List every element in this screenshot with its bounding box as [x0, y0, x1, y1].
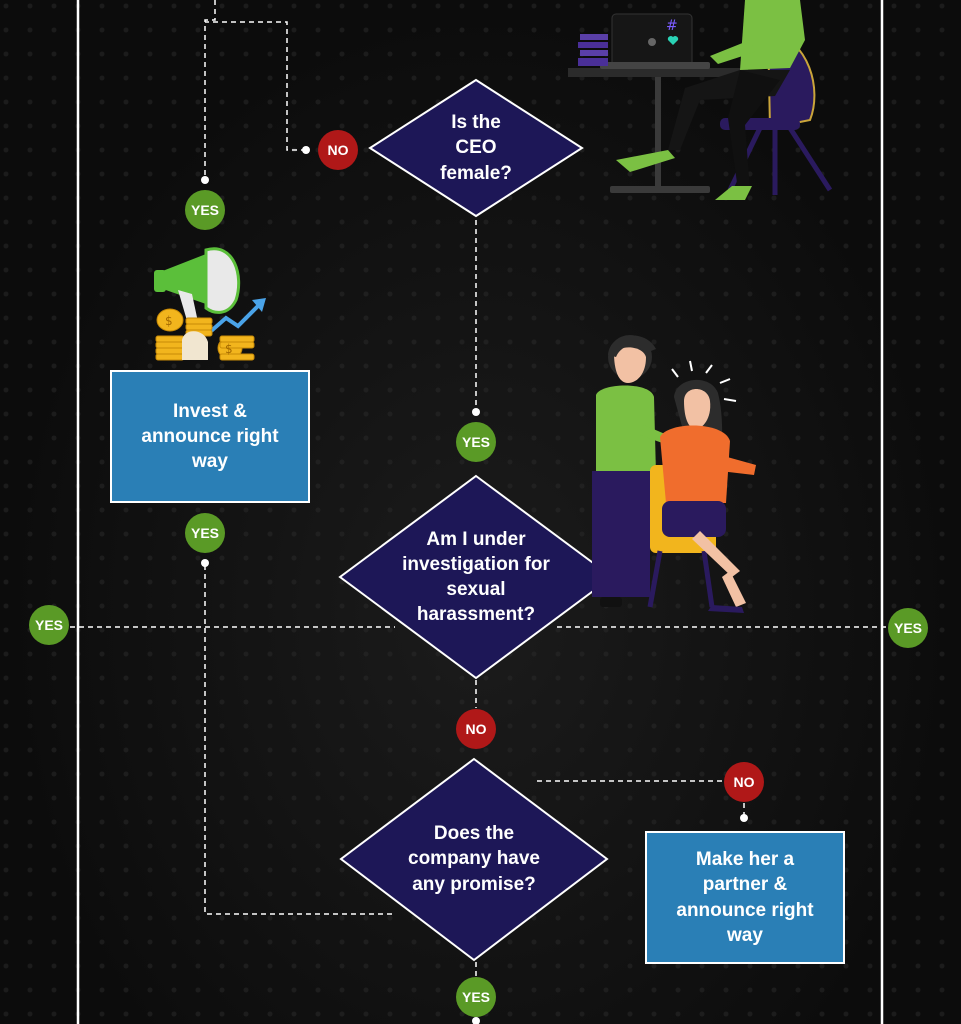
yes-badge: YES [456, 422, 496, 462]
connector-dot [302, 146, 310, 154]
connector-dot [201, 176, 209, 184]
svg-text:$: $ [225, 342, 233, 356]
ceo-diamond [368, 78, 584, 218]
connector-dot [201, 559, 209, 567]
yes-badge: YES [456, 977, 496, 1017]
ceo-question-label: Is the CEO female? [440, 112, 512, 184]
svg-text:$: $ [165, 314, 173, 328]
no-badge: NO [456, 709, 496, 749]
connector-no-to-top [205, 21, 306, 151]
connector-top-yes-path [204, 0, 216, 180]
yes-badge: YES [185, 513, 225, 553]
connector-dot [740, 814, 748, 822]
harassment-scene-illustration [592, 335, 756, 613]
connector-dot [472, 408, 480, 416]
woman-at-laptop-illustration: # [568, 0, 833, 200]
megaphone-coins-illustration: $ $ [154, 247, 266, 361]
yes-badge: YES [29, 605, 69, 645]
yes-badge: YES [185, 190, 225, 230]
partner-box: Make her a partner & announce right way [645, 831, 845, 964]
yes-badge: YES [888, 608, 928, 648]
investigation-diamond [338, 474, 614, 680]
no-badge: NO [724, 762, 764, 802]
promise-question-label: Does the company have any promise? [408, 823, 540, 895]
connector-dot [472, 1017, 480, 1024]
no-badge: NO [318, 130, 358, 170]
investigation-question-label: Am I under investigation for sexual hara… [402, 528, 550, 626]
partner-box-label: Make her a partner & announce right way [676, 849, 814, 946]
invest-box: Invest & announce right way [110, 370, 310, 503]
invest-box-label: Invest & announce right way [141, 400, 279, 473]
promise-diamond [339, 757, 609, 962]
svg-text:#: # [666, 18, 678, 34]
